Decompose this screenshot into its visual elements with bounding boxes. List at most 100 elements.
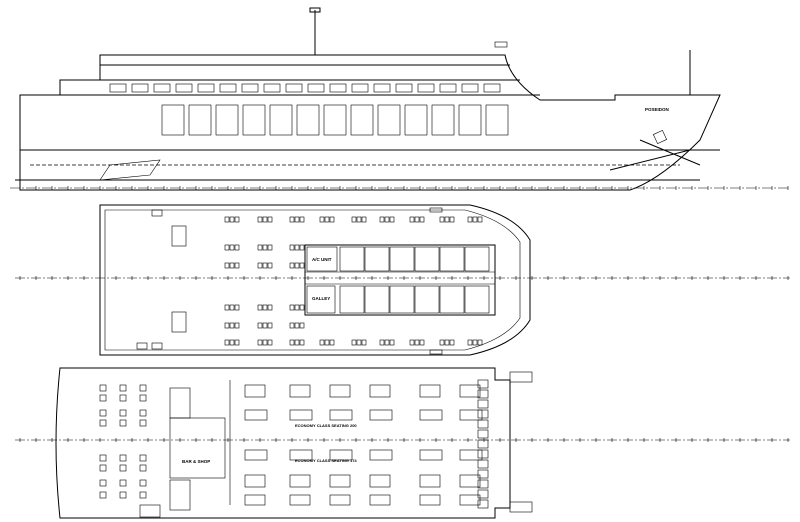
seat-group [289, 409, 313, 421]
window [483, 83, 501, 93]
window [215, 104, 239, 136]
cabin [364, 285, 390, 314]
seat [139, 464, 147, 472]
seat-group [289, 449, 313, 461]
seat [267, 244, 273, 251]
cabin [414, 285, 440, 314]
seat [444, 216, 450, 223]
seat [361, 216, 367, 223]
seat [229, 216, 235, 223]
cabin [389, 246, 415, 272]
seating-upper-label: ECONOMY CLASS SEATING 200 [295, 423, 357, 428]
seat [289, 262, 295, 269]
seat [257, 339, 263, 346]
window [161, 104, 185, 136]
seat [324, 216, 330, 223]
seat-group [329, 384, 351, 398]
window [404, 104, 428, 136]
seat [99, 464, 107, 472]
seat [324, 339, 330, 346]
seat [139, 419, 147, 427]
seat [384, 339, 390, 346]
seat [234, 244, 240, 251]
ac-unit-label: A/C UNIT [312, 257, 332, 262]
seat [119, 419, 127, 427]
seat [379, 216, 385, 223]
seat [267, 262, 273, 269]
seat [414, 216, 420, 223]
seat [262, 304, 268, 311]
window [417, 83, 435, 93]
seat-group [419, 494, 441, 506]
seat [229, 322, 235, 329]
window [153, 83, 171, 93]
seat-cluster [477, 499, 489, 509]
seat [356, 216, 362, 223]
window [131, 83, 149, 93]
seat-group [329, 409, 353, 421]
window [263, 83, 281, 93]
seat-group [419, 409, 443, 421]
seat-group [459, 409, 483, 421]
seat [294, 244, 300, 251]
window [323, 104, 347, 136]
seat [234, 322, 240, 329]
seat-cluster [477, 439, 489, 449]
seat [119, 409, 127, 417]
window [242, 104, 266, 136]
seat [262, 262, 268, 269]
seat [119, 479, 127, 487]
seat-cluster [477, 469, 489, 479]
seat [356, 339, 362, 346]
seat [294, 262, 300, 269]
seat [234, 216, 240, 223]
seat-group [459, 449, 483, 461]
galley-label: GALLEY [312, 296, 330, 301]
seat-cluster [477, 409, 489, 419]
seat [299, 216, 305, 223]
seat [224, 216, 230, 223]
seat [99, 409, 107, 417]
seat [319, 339, 325, 346]
seat [234, 304, 240, 311]
seating-lower-label: ECONOMY CLASS SEATING 174 [295, 458, 357, 463]
seat [119, 491, 127, 499]
seat [289, 304, 295, 311]
seat [351, 339, 357, 346]
window [377, 104, 401, 136]
seat-group [289, 474, 311, 488]
seat [257, 304, 263, 311]
seat [419, 339, 425, 346]
window [431, 104, 455, 136]
seat-group [244, 384, 266, 398]
seat [257, 322, 263, 329]
seat-group [329, 474, 351, 488]
seat [409, 216, 415, 223]
seat [139, 384, 147, 392]
seat [262, 216, 268, 223]
seat-group [244, 449, 268, 461]
seat-group [244, 474, 266, 488]
seat-group [459, 474, 481, 488]
cabin [464, 285, 490, 314]
seat [384, 216, 390, 223]
seat-cluster [477, 399, 489, 409]
upper-deck-plan: A/C UNIT GALLEY [15, 204, 790, 356]
seat [477, 216, 483, 223]
seat [224, 262, 230, 269]
seat [289, 322, 295, 329]
seat-cluster [477, 449, 489, 459]
seat [262, 322, 268, 329]
seat [319, 216, 325, 223]
seat [257, 244, 263, 251]
seat [414, 339, 420, 346]
seat [444, 339, 450, 346]
seat [224, 304, 230, 311]
seat [294, 339, 300, 346]
seat [329, 216, 335, 223]
seat [389, 339, 395, 346]
seat [229, 339, 235, 346]
seat [419, 216, 425, 223]
window [351, 83, 369, 93]
